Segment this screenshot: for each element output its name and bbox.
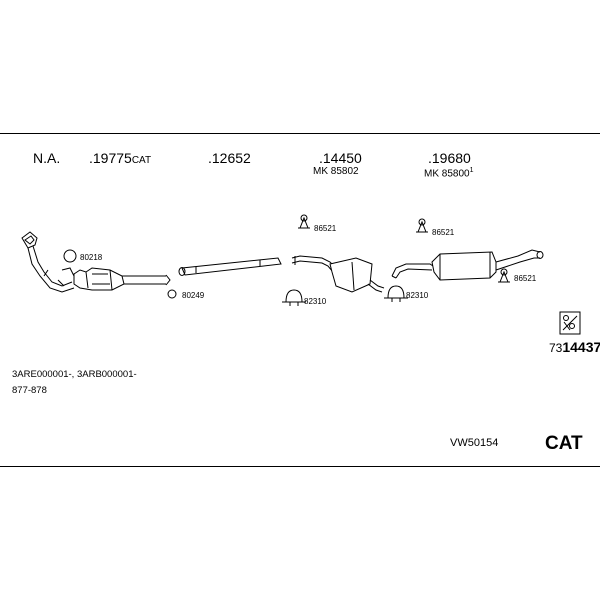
sub-85800-sup: 1 xyxy=(469,167,474,174)
rear-silencer-icon xyxy=(391,249,544,281)
middle-silencer-icon xyxy=(291,255,385,293)
clamp-82310-icon xyxy=(282,289,306,306)
part-label-86521-c: 86521 xyxy=(514,274,537,283)
sub-85800-text: MK 85800 xyxy=(424,168,470,180)
header-na: N.A. xyxy=(33,150,61,166)
clamp-82310-icon xyxy=(384,285,408,302)
header-part-19680: .19680 xyxy=(428,150,471,166)
clamp-80249-icon xyxy=(167,289,177,299)
kit-prefix: 73 xyxy=(549,341,563,355)
kit-number: 7314437 xyxy=(549,340,600,354)
header-part-19775: .19775CAT xyxy=(89,151,151,166)
front-pipe-icon xyxy=(21,231,75,293)
header-sub-85802: MK 85802 xyxy=(313,166,359,177)
part-label-82310-a: 82310 xyxy=(304,297,327,306)
part-label-80218: 80218 xyxy=(80,253,103,262)
header-sub-85800: MK 858001 xyxy=(424,167,474,179)
cat-label: CAT xyxy=(545,433,583,454)
header-part-14450: .14450 xyxy=(319,150,362,166)
header-part-12652: .12652 xyxy=(208,150,251,166)
part-number-19775: .19775 xyxy=(89,150,132,166)
part-label-82310-b: 82310 xyxy=(406,291,429,300)
catalytic-converter-icon xyxy=(73,267,171,291)
hanger-86521-icon xyxy=(416,218,428,233)
hanger-86521-icon xyxy=(498,268,510,283)
serial-range: 877-878 xyxy=(12,385,47,396)
part-label-80249: 80249 xyxy=(182,291,205,300)
part-label-86521-a: 86521 xyxy=(314,224,337,233)
diagram-code: VW50154 xyxy=(450,437,499,449)
middle-pipe-icon xyxy=(178,257,282,276)
diagram-frame xyxy=(0,133,600,467)
clamp-80218-icon xyxy=(63,249,77,263)
cat-suffix: CAT xyxy=(131,155,152,166)
part-label-86521-b: 86521 xyxy=(432,228,455,237)
serial-numbers: 3ARE000001-, 3ARB000001- xyxy=(12,369,137,380)
kit-number-bold: 14437 xyxy=(562,339,600,355)
hanger-86521-icon xyxy=(298,214,310,229)
kit-icon xyxy=(559,311,581,335)
